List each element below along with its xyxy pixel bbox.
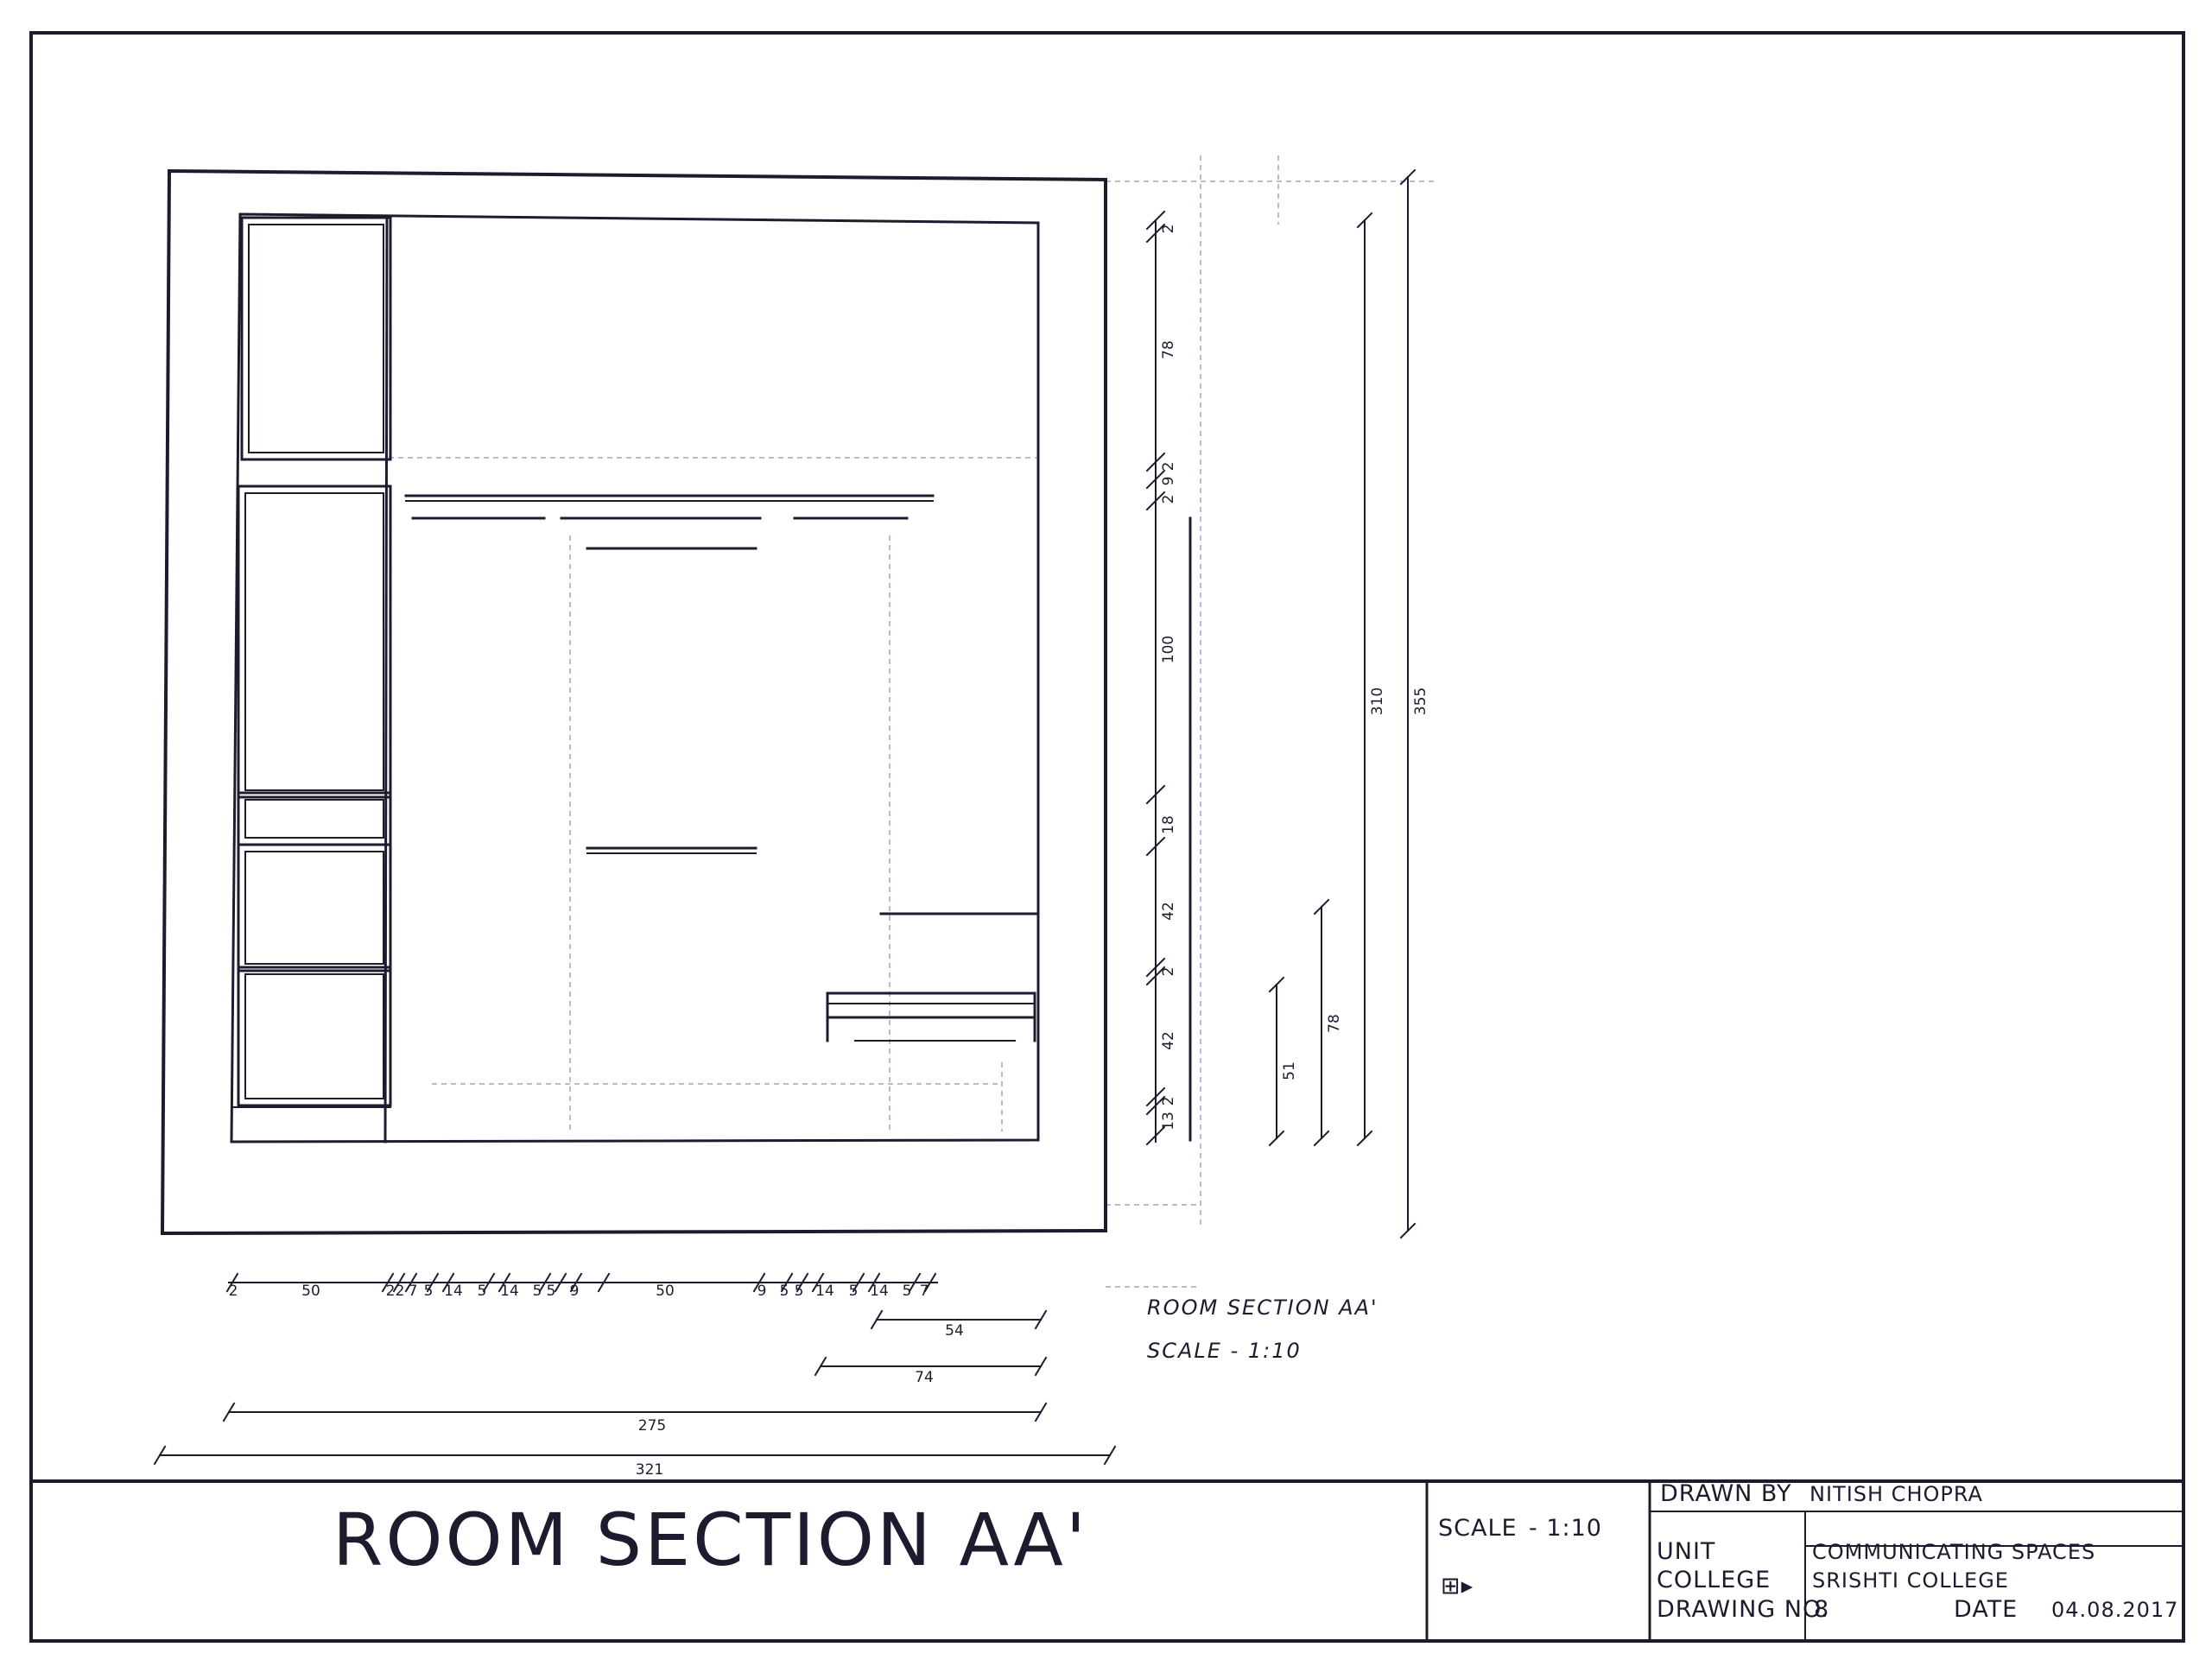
- wardrobe-lower-cabinet-1: [237, 843, 392, 972]
- date-value: 04.08.2017: [2051, 1598, 2178, 1622]
- dim-h-50b: 50: [656, 1283, 675, 1300]
- dim-h-14d: 14: [870, 1283, 889, 1300]
- date-label: DATE: [1954, 1596, 2018, 1623]
- dim-h-321: 321: [636, 1461, 663, 1479]
- title-block: ROOM SECTION AA' SCALE - 1:10 ⊞▸ DRAWN B…: [29, 1479, 2185, 1643]
- vertical-dimension-chain: 2 78 2 9 2 100 18 42 2 42 2 13: [1145, 210, 1192, 1146]
- dim-v-9: 9: [1160, 477, 1177, 486]
- note-section-title: ROOM SECTION AA': [1147, 1295, 1379, 1320]
- dim-h-50a: 50: [301, 1283, 320, 1300]
- dim-h-5c: 5: [533, 1283, 542, 1300]
- dim-h-275: 275: [638, 1417, 666, 1435]
- dim-v-42b: 42: [1160, 1031, 1177, 1050]
- dim-h-9a: 9: [570, 1283, 580, 1300]
- sheet-border: [29, 31, 2185, 1643]
- dim-v-2-top: 2: [1160, 225, 1177, 234]
- dim-h-2c: 2: [396, 1283, 405, 1300]
- dim-h-5f: 5: [795, 1283, 804, 1300]
- construction-lines: [389, 155, 1434, 1288]
- room-outer-wall: [160, 168, 1107, 1236]
- unit-label: UNIT: [1657, 1538, 1715, 1565]
- dim-h-74: 74: [915, 1369, 934, 1386]
- dim-h-2b: 2: [386, 1283, 396, 1300]
- dim-v-2c: 2: [1160, 967, 1177, 977]
- dim-v-100: 100: [1160, 636, 1177, 663]
- dim-h-5a: 5: [424, 1283, 434, 1300]
- dim-v-2d: 2: [1160, 1097, 1177, 1106]
- dim-h-14a: 14: [444, 1283, 463, 1300]
- dim-h-5e: 5: [780, 1283, 789, 1300]
- drawing-no-label: DRAWING NO.: [1657, 1596, 1829, 1623]
- dim-v-2a: 2: [1160, 462, 1177, 472]
- unit-value: COMMUNICATING SPACES: [1812, 1540, 2095, 1564]
- dim-v-355: 355: [1412, 687, 1429, 715]
- drawn-by-label: DRAWN BY: [1660, 1480, 1791, 1507]
- drawing-no-value: 8: [1814, 1596, 1829, 1623]
- wardrobe-unit: [231, 216, 392, 1108]
- dim-v-310: 310: [1369, 687, 1386, 715]
- dim-h-2a: 2: [229, 1283, 238, 1300]
- dim-v-78b: 78: [1326, 1014, 1343, 1033]
- dim-h-5b: 5: [478, 1283, 487, 1300]
- title-block-title: ROOM SECTION AA': [333, 1498, 1088, 1582]
- dim-h-54: 54: [945, 1322, 964, 1340]
- dim-v-18: 18: [1160, 815, 1177, 834]
- dim-h-9b: 9: [757, 1283, 767, 1300]
- scale-label: SCALE: [1438, 1515, 1518, 1542]
- bench: [826, 991, 1036, 1042]
- wardrobe-top-cabinet: [240, 216, 392, 461]
- college-value: SRISHTI COLLEGE: [1812, 1568, 2009, 1593]
- vertical-overall-dimensions: 51 78 310 355: [1268, 168, 1429, 1239]
- dim-h-7a: 7: [409, 1283, 418, 1300]
- dim-v-51: 51: [1281, 1061, 1298, 1080]
- wardrobe-lower-cabinet-2: [237, 966, 392, 1107]
- note-scale: SCALE - 1:10: [1147, 1339, 1302, 1363]
- college-label: COLLEGE: [1657, 1567, 1771, 1593]
- dim-h-14c: 14: [815, 1283, 834, 1300]
- dim-v-78: 78: [1160, 340, 1177, 359]
- projection-symbol-icon: ⊞▸: [1441, 1573, 1474, 1599]
- room-inner-wall: [230, 212, 1040, 1143]
- wardrobe-main-cabinet: [237, 485, 392, 799]
- shelves: [404, 494, 1038, 915]
- dim-v-2b: 2: [1160, 495, 1177, 504]
- horizontal-dimension-chain: 2 50 2 2 7 5 14 5 14 5 5 9 50 9 5 5 14 5…: [225, 1272, 938, 1300]
- dim-v-13: 13: [1160, 1112, 1177, 1131]
- scale-value: - 1:10: [1529, 1515, 1602, 1542]
- dim-h-7b: 7: [920, 1283, 929, 1300]
- drawn-by-value: NITISH CHOPRA: [1810, 1482, 1983, 1506]
- dim-v-42a: 42: [1160, 902, 1177, 921]
- dim-h-5g: 5: [849, 1283, 859, 1300]
- dim-h-14b: 14: [500, 1283, 519, 1300]
- dim-h-5h: 5: [903, 1283, 912, 1300]
- dim-h-5d: 5: [547, 1283, 556, 1300]
- horizontal-overall-dimensions: 54 74 275 321: [153, 1309, 1117, 1479]
